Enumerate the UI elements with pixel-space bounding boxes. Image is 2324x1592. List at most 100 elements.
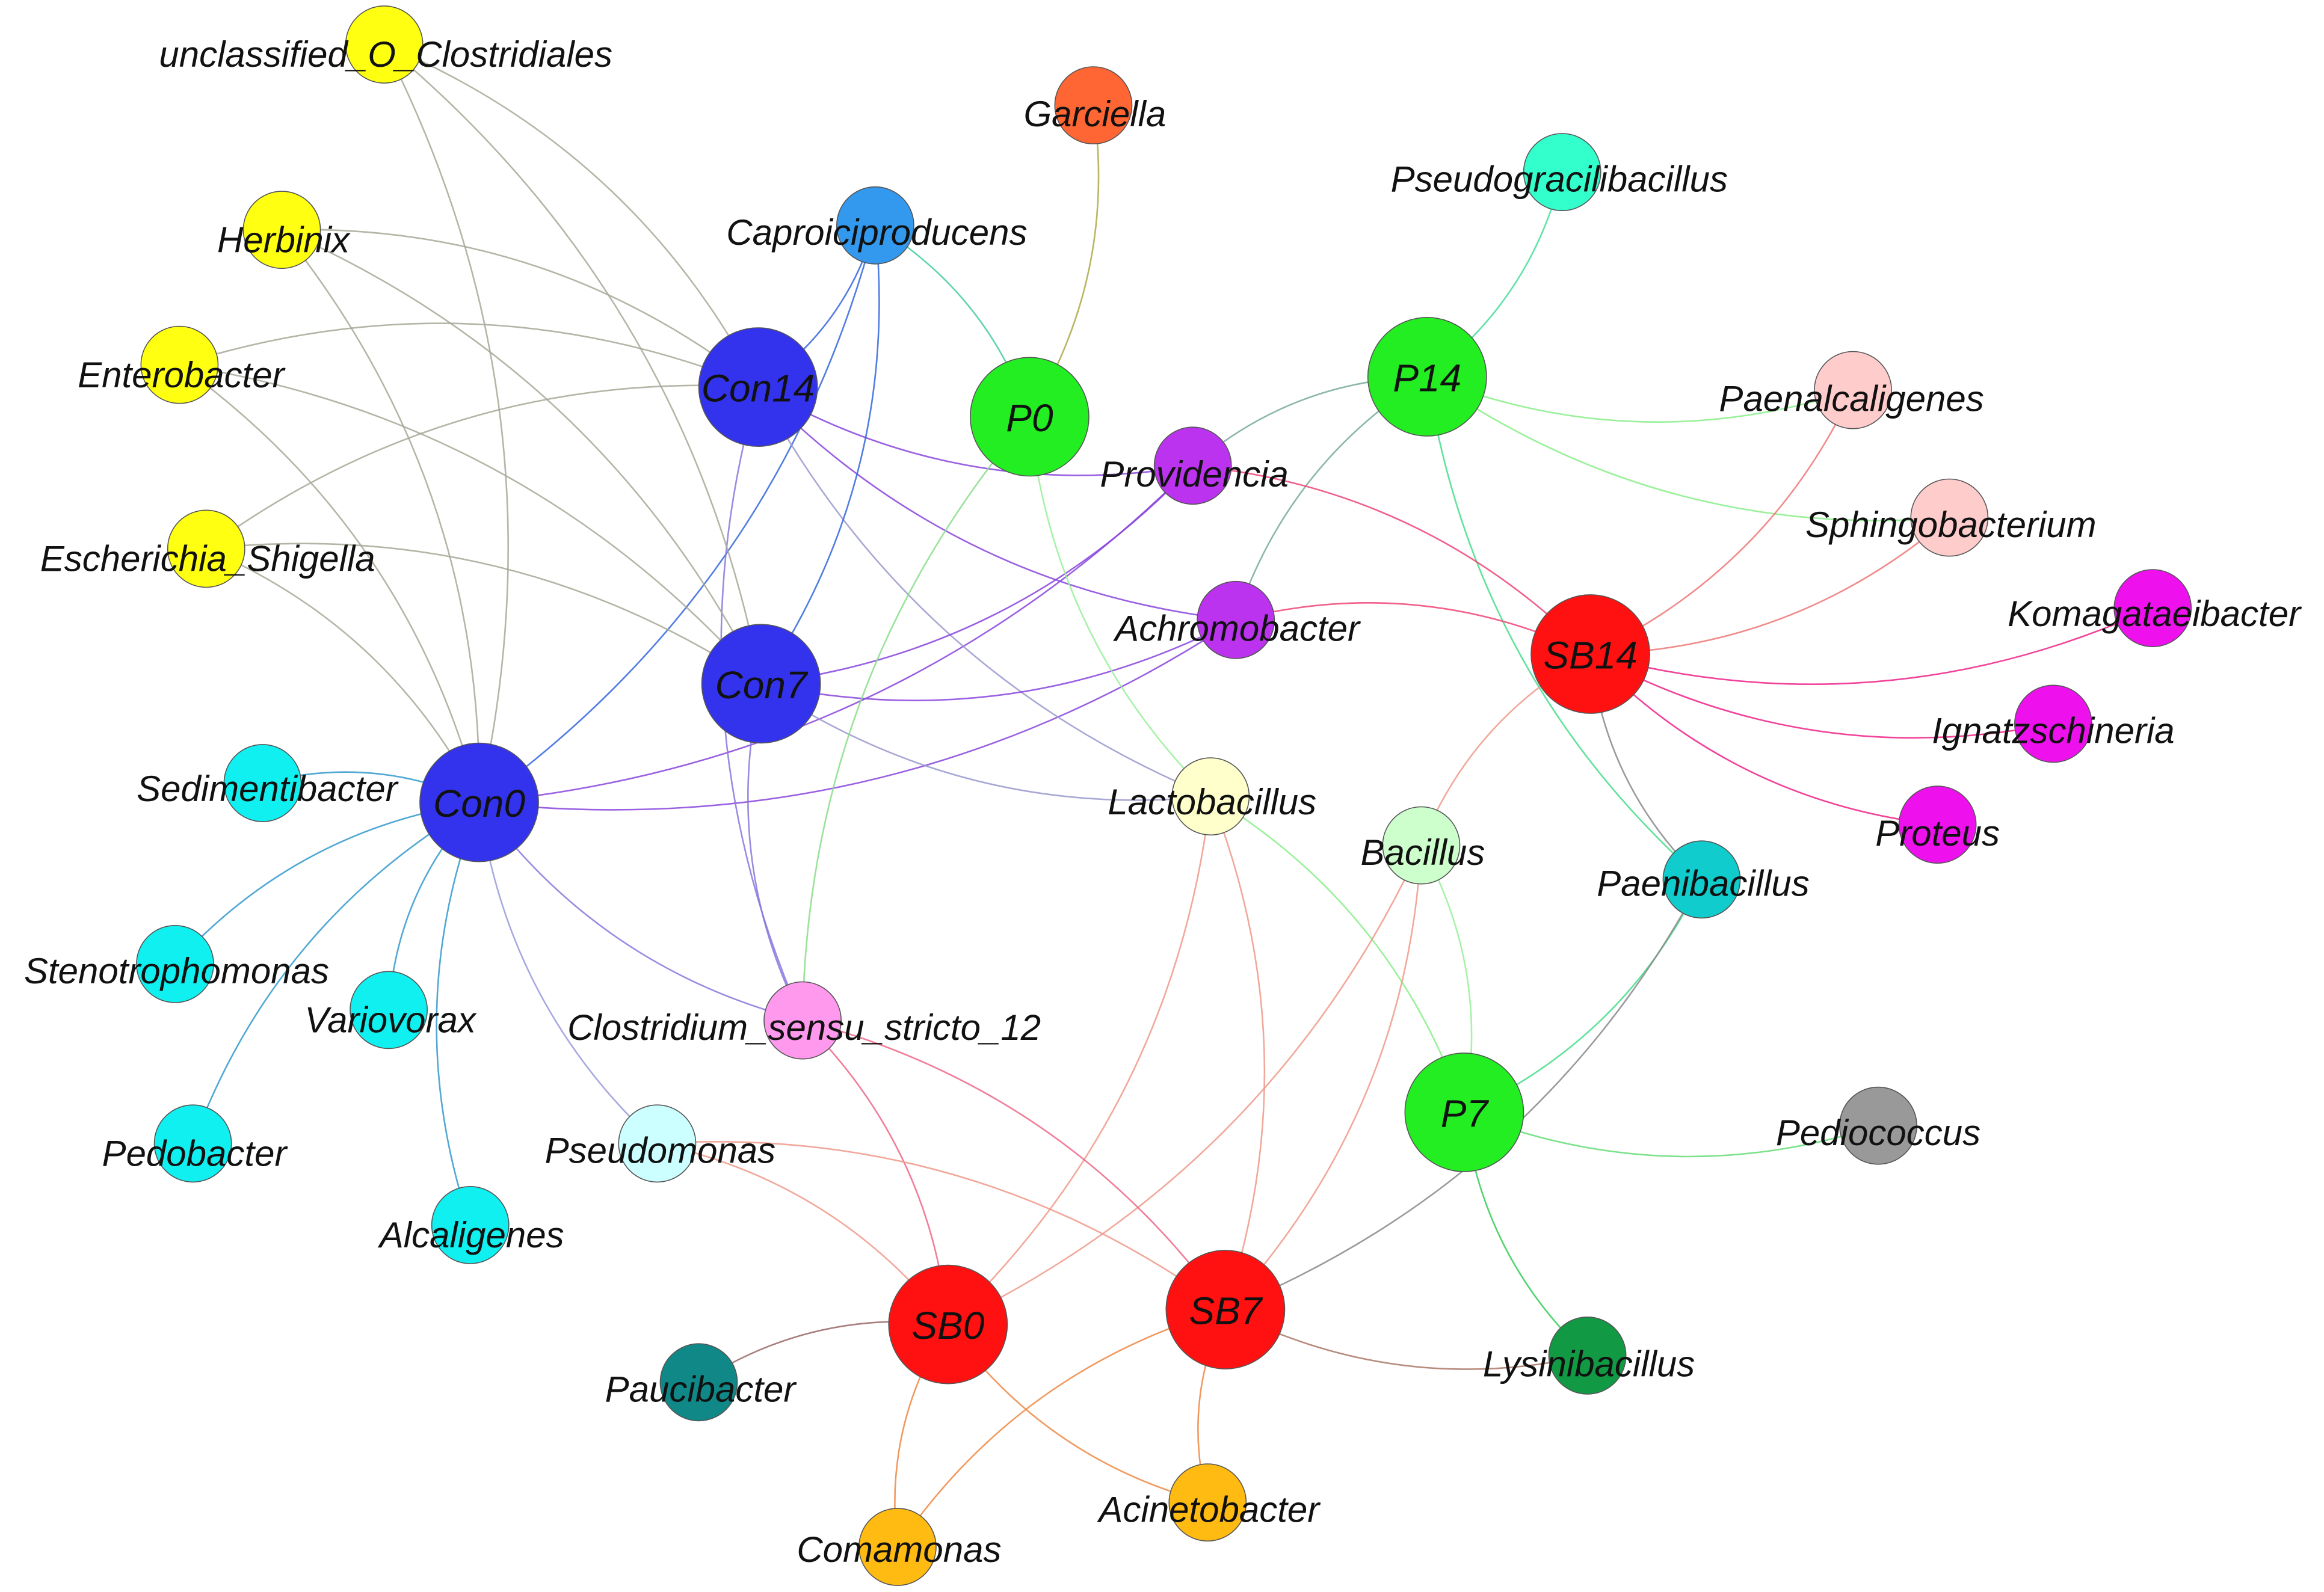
edge-p0-lactobacillus	[1029, 416, 1212, 798]
node-escherichia[interactable]: Escherichia_Shigella	[40, 509, 375, 588]
edge-sb7-bacillus	[1224, 845, 1422, 1311]
node-sphingobacterium-label: Sphingobacterium	[1805, 505, 2097, 545]
node-paenibacillus-label: Paenibacillus	[1597, 864, 1810, 904]
node-garciella[interactable]: Garciella	[1024, 66, 1167, 145]
node-achromobacter-circle	[1197, 580, 1275, 659]
node-lactobacillus[interactable]: Lactobacillus	[1108, 757, 1316, 836]
node-p0-circle	[970, 357, 1090, 477]
node-sb14[interactable]: SB14	[1530, 594, 1650, 714]
node-enterobacter[interactable]: Enterobacter	[78, 325, 286, 404]
edge-con0-alcaligenes	[436, 802, 480, 1226]
edge-sb14-komagataeibacter	[1590, 607, 2153, 685]
node-unclassified-circle	[345, 5, 424, 84]
node-escherichia-label: Escherichia_Shigella	[40, 539, 375, 579]
node-caproiciproducens[interactable]: Caproiciproducens	[726, 186, 1028, 265]
node-lactobacillus-label: Lactobacillus	[1108, 782, 1316, 822]
node-sedimentibacter[interactable]: Sedimentibacter	[137, 744, 399, 822]
node-pedobacter-label: Pedobacter	[102, 1134, 288, 1174]
node-unclassified-label: unclassified_O_Clostridiales	[159, 34, 612, 75]
node-pseudomonas[interactable]: Pseudomonas	[545, 1104, 776, 1183]
edge-p14-paenibacillus	[1426, 376, 1703, 881]
node-proteus-label: Proteus	[1875, 813, 2000, 853]
node-komagataeibacter-label: Komagataeibacter	[2008, 594, 2302, 634]
edge-p7-lactobacillus	[1210, 796, 1466, 1113]
edge-sb14-providencia	[1192, 465, 1591, 655]
edge-con0-pedobacter	[192, 801, 480, 1144]
node-clostridium[interactable]: Clostridium_sensu_stricto_12	[567, 981, 1041, 1060]
node-providencia-label: Providencia	[1100, 454, 1289, 494]
edge-con7-providencia	[760, 465, 1194, 685]
node-caproiciproducens-circle	[836, 186, 914, 265]
node-variovorax-label: Variovorax	[304, 1000, 477, 1040]
edge-con0-caproiciproducens	[478, 225, 877, 804]
node-pedobacter[interactable]: Pedobacter	[102, 1104, 288, 1183]
node-lysinibacillus-label: Lysinibacillus	[1483, 1344, 1695, 1385]
node-p7[interactable]: P7	[1404, 1053, 1524, 1172]
node-lysinibacillus[interactable]: Lysinibacillus	[1483, 1316, 1695, 1395]
node-con7-label: Con7	[715, 663, 809, 707]
node-alcaligenes[interactable]: Alcaligenes	[378, 1186, 564, 1264]
node-pseudogracilibacillus[interactable]: Pseudogracilibacillus	[1391, 133, 1728, 211]
edge-sb7-comamonas	[896, 1309, 1226, 1547]
node-pediococcus-label: Pediococcus	[1776, 1113, 1980, 1153]
node-paenibacillus[interactable]: Paenibacillus	[1597, 840, 1810, 919]
node-achromobacter-label: Achromobacter	[1113, 609, 1361, 649]
node-sb0-label: SB0	[911, 1304, 984, 1347]
node-komagataeibacter[interactable]: Komagataeibacter	[2008, 569, 2302, 647]
edge-con7-herbinix	[281, 229, 762, 684]
node-proteus-circle	[1898, 785, 1977, 864]
node-achromobacter[interactable]: Achromobacter	[1113, 580, 1361, 659]
node-acinetobacter[interactable]: Acinetobacter	[1097, 1463, 1321, 1541]
node-sb7[interactable]: SB7	[1165, 1250, 1286, 1369]
node-p14[interactable]: P14	[1367, 317, 1487, 437]
node-providencia-circle	[1153, 426, 1232, 505]
edge-con14-enterobacter	[179, 322, 759, 388]
node-con0[interactable]: Con0	[419, 742, 539, 862]
node-p0[interactable]: P0	[970, 357, 1090, 477]
node-acinetobacter-circle	[1168, 1463, 1247, 1541]
edge-con7-escherichia	[206, 542, 762, 684]
node-con0-circle	[419, 742, 539, 862]
node-bacillus[interactable]: Bacillus	[1361, 806, 1485, 885]
node-providencia[interactable]: Providencia	[1100, 426, 1289, 505]
node-pediococcus[interactable]: Pediococcus	[1776, 1086, 1980, 1165]
edge-con14-escherichia	[206, 384, 759, 550]
node-variovorax[interactable]: Variovorax	[304, 971, 477, 1050]
node-comamonas[interactable]: Comamonas	[797, 1508, 1001, 1586]
edge-con14-achromobacter	[757, 386, 1236, 621]
node-con7[interactable]: Con7	[701, 624, 821, 744]
node-pseudomonas-circle	[618, 1104, 697, 1183]
edge-sb0-bacillus	[948, 845, 1422, 1326]
edge-sb7-lactobacillus	[1210, 796, 1266, 1310]
node-sedimentibacter-label: Sedimentibacter	[137, 769, 399, 809]
node-bacillus-circle	[1382, 806, 1461, 885]
edge-con14-herbinix	[282, 229, 759, 388]
node-paenalcaligenes[interactable]: Paenalcaligenes	[1719, 351, 1984, 429]
node-stenotrophomonas-circle	[136, 925, 214, 1003]
node-alcaligenes-label: Alcaligenes	[378, 1215, 564, 1255]
node-proteus[interactable]: Proteus	[1875, 785, 2000, 864]
edge-con7-lactobacillus	[760, 683, 1211, 801]
node-sedimentibacter-circle	[223, 744, 302, 822]
node-sphingobacterium[interactable]: Sphingobacterium	[1805, 478, 2097, 557]
node-stenotrophomonas[interactable]: Stenotrophomonas	[24, 925, 329, 1003]
edge-p14-paenalcaligenes	[1426, 376, 1854, 423]
node-unclassified[interactable]: unclassified_O_Clostridiales	[159, 5, 612, 84]
edge-con7-achromobacter	[760, 619, 1236, 701]
node-paucibacter[interactable]: Paucibacter	[605, 1343, 797, 1422]
node-p14-label: P14	[1393, 356, 1461, 399]
node-herbinix[interactable]: Herbinix	[217, 191, 351, 269]
node-paenalcaligenes-circle	[1814, 351, 1892, 429]
node-sb0[interactable]: SB0	[888, 1264, 1008, 1385]
edge-con0-enterobacter	[179, 364, 480, 803]
node-komagataeibacter-circle	[2113, 569, 2192, 647]
node-comamonas-circle	[858, 1508, 937, 1586]
node-clostridium-label: Clostridium_sensu_stricto_12	[567, 1007, 1041, 1048]
node-paenalcaligenes-label: Paenalcaligenes	[1719, 378, 1983, 419]
node-comamonas-label: Comamonas	[797, 1529, 1001, 1570]
node-pedobacter-circle	[153, 1104, 232, 1183]
node-con14[interactable]: Con14	[698, 327, 818, 447]
node-ignatzschineria[interactable]: Ignatzschineria	[1932, 684, 2175, 763]
node-alcaligenes-circle	[431, 1186, 510, 1264]
